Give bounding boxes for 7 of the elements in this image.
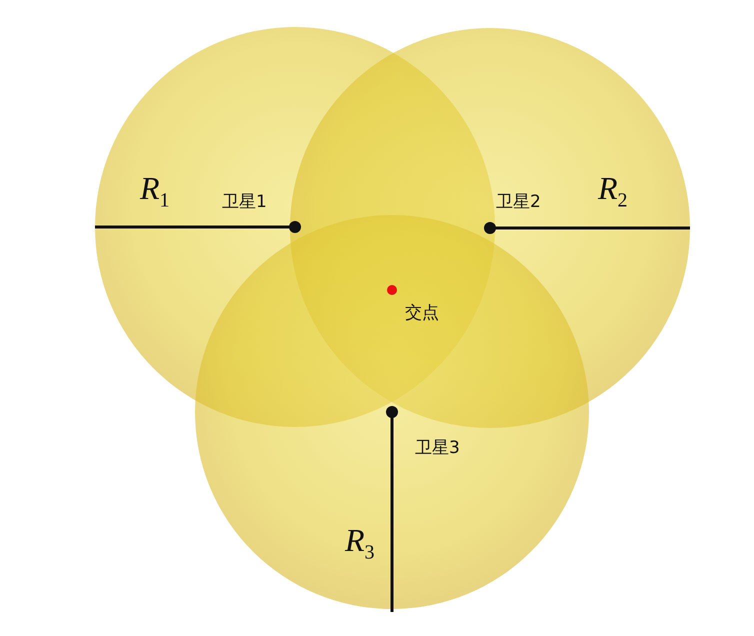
radius-label: R$_{1}$ — [140, 172, 170, 210]
radius-label: R$_{3}$ — [345, 524, 375, 562]
point-label: 卫星2 — [496, 194, 541, 211]
radius-label: R$_{2}$ — [598, 172, 628, 210]
point-label: 交点 — [405, 305, 439, 322]
point-label: 卫星1 — [222, 194, 267, 211]
point-label: 卫星3 — [415, 440, 460, 457]
